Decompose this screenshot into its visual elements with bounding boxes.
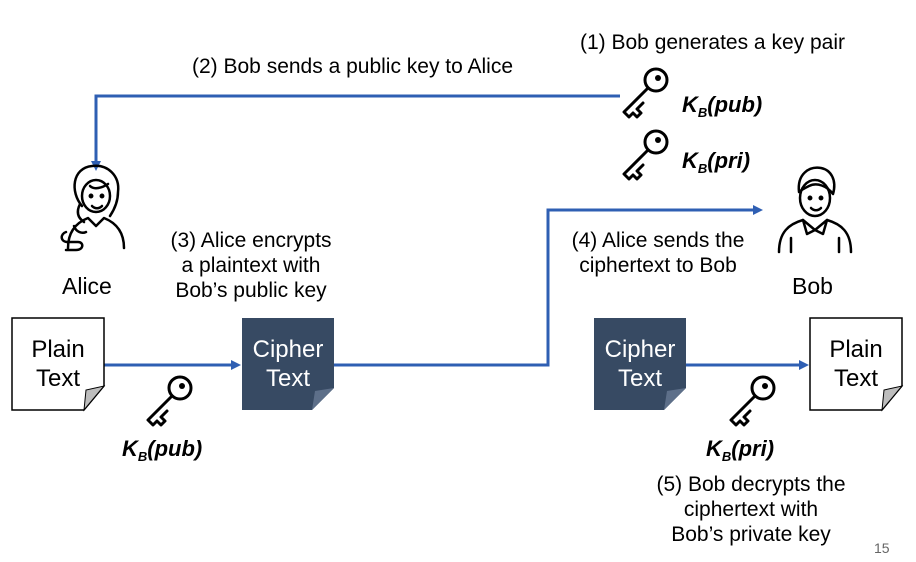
doc-line: Text [265,365,310,392]
cipher-text-doc-right: Cipher Text [594,322,686,406]
key-base: K [706,436,722,461]
key-icon [622,129,669,181]
key-icon [622,67,669,119]
doc-line: Plain [829,336,883,363]
key-base: K [122,436,138,461]
key-base: K [682,148,698,173]
person-female-icon [60,164,126,252]
slide-number: 15 [874,540,890,556]
key-suffix: (pub) [707,92,763,117]
key-icon [146,375,193,427]
step4-label: (4) Alice sends the ciphertext to Bob [548,228,768,278]
cipher-text-doc-left: Cipher Text [242,322,334,406]
key-label-pub-top: KB(pub) [682,92,762,120]
doc-line: Plain [31,336,85,363]
key-label-pri-bottom: KB(pri) [706,436,774,464]
step2-label: (2) Bob sends a public key to Alice [192,55,514,78]
step3-line: a plaintext with [181,254,321,277]
key-icon [729,375,776,427]
doc-line: Cipher [252,336,324,363]
step5-line: ciphertext with [683,498,819,521]
step3-line: (3) Alice encrypts [170,229,332,252]
key-label-pri-top: KB(pri) [682,148,750,176]
key-sub: B [137,449,148,464]
document-icon [594,318,686,410]
step4-line: (4) Alice sends the [571,229,745,252]
doc-line: Text [35,365,80,392]
step4-line: ciphertext to Bob [579,254,737,277]
step1-label: (1) Bob generates a key pair [580,31,845,54]
doc-line: Text [617,365,662,392]
key-sub: B [697,105,708,120]
document-icon [242,318,334,410]
key-suffix: (pub) [147,436,203,461]
alice-label: Alice [62,273,112,299]
plain-text-doc-right: Plain Text [810,322,902,406]
doc-line: Text [833,365,878,392]
step3-line: Bob’s public key [175,279,327,302]
step5-line: Bob’s private key [671,523,831,546]
step5-label: (5) Bob decrypts the ciphertext with Bob… [630,472,872,547]
bob-label: Bob [792,273,833,299]
step5-line: (5) Bob decrypts the [656,473,846,496]
key-sub: B [697,161,708,176]
person-male-icon [777,166,853,254]
arrow-cipher-to-bob [333,205,763,367]
plain-text-doc-left: Plain Text [12,322,104,406]
doc-line: Cipher [604,336,676,363]
arrow-public-key-to-alice [91,94,620,171]
key-label-pub-bottom: KB(pub) [122,436,202,464]
key-base: K [682,92,698,117]
key-suffix: (pri) [731,436,775,461]
key-sub: B [721,449,732,464]
step3-label: (3) Alice encrypts a plaintext with Bob’… [140,228,362,303]
key-suffix: (pri) [707,148,751,173]
